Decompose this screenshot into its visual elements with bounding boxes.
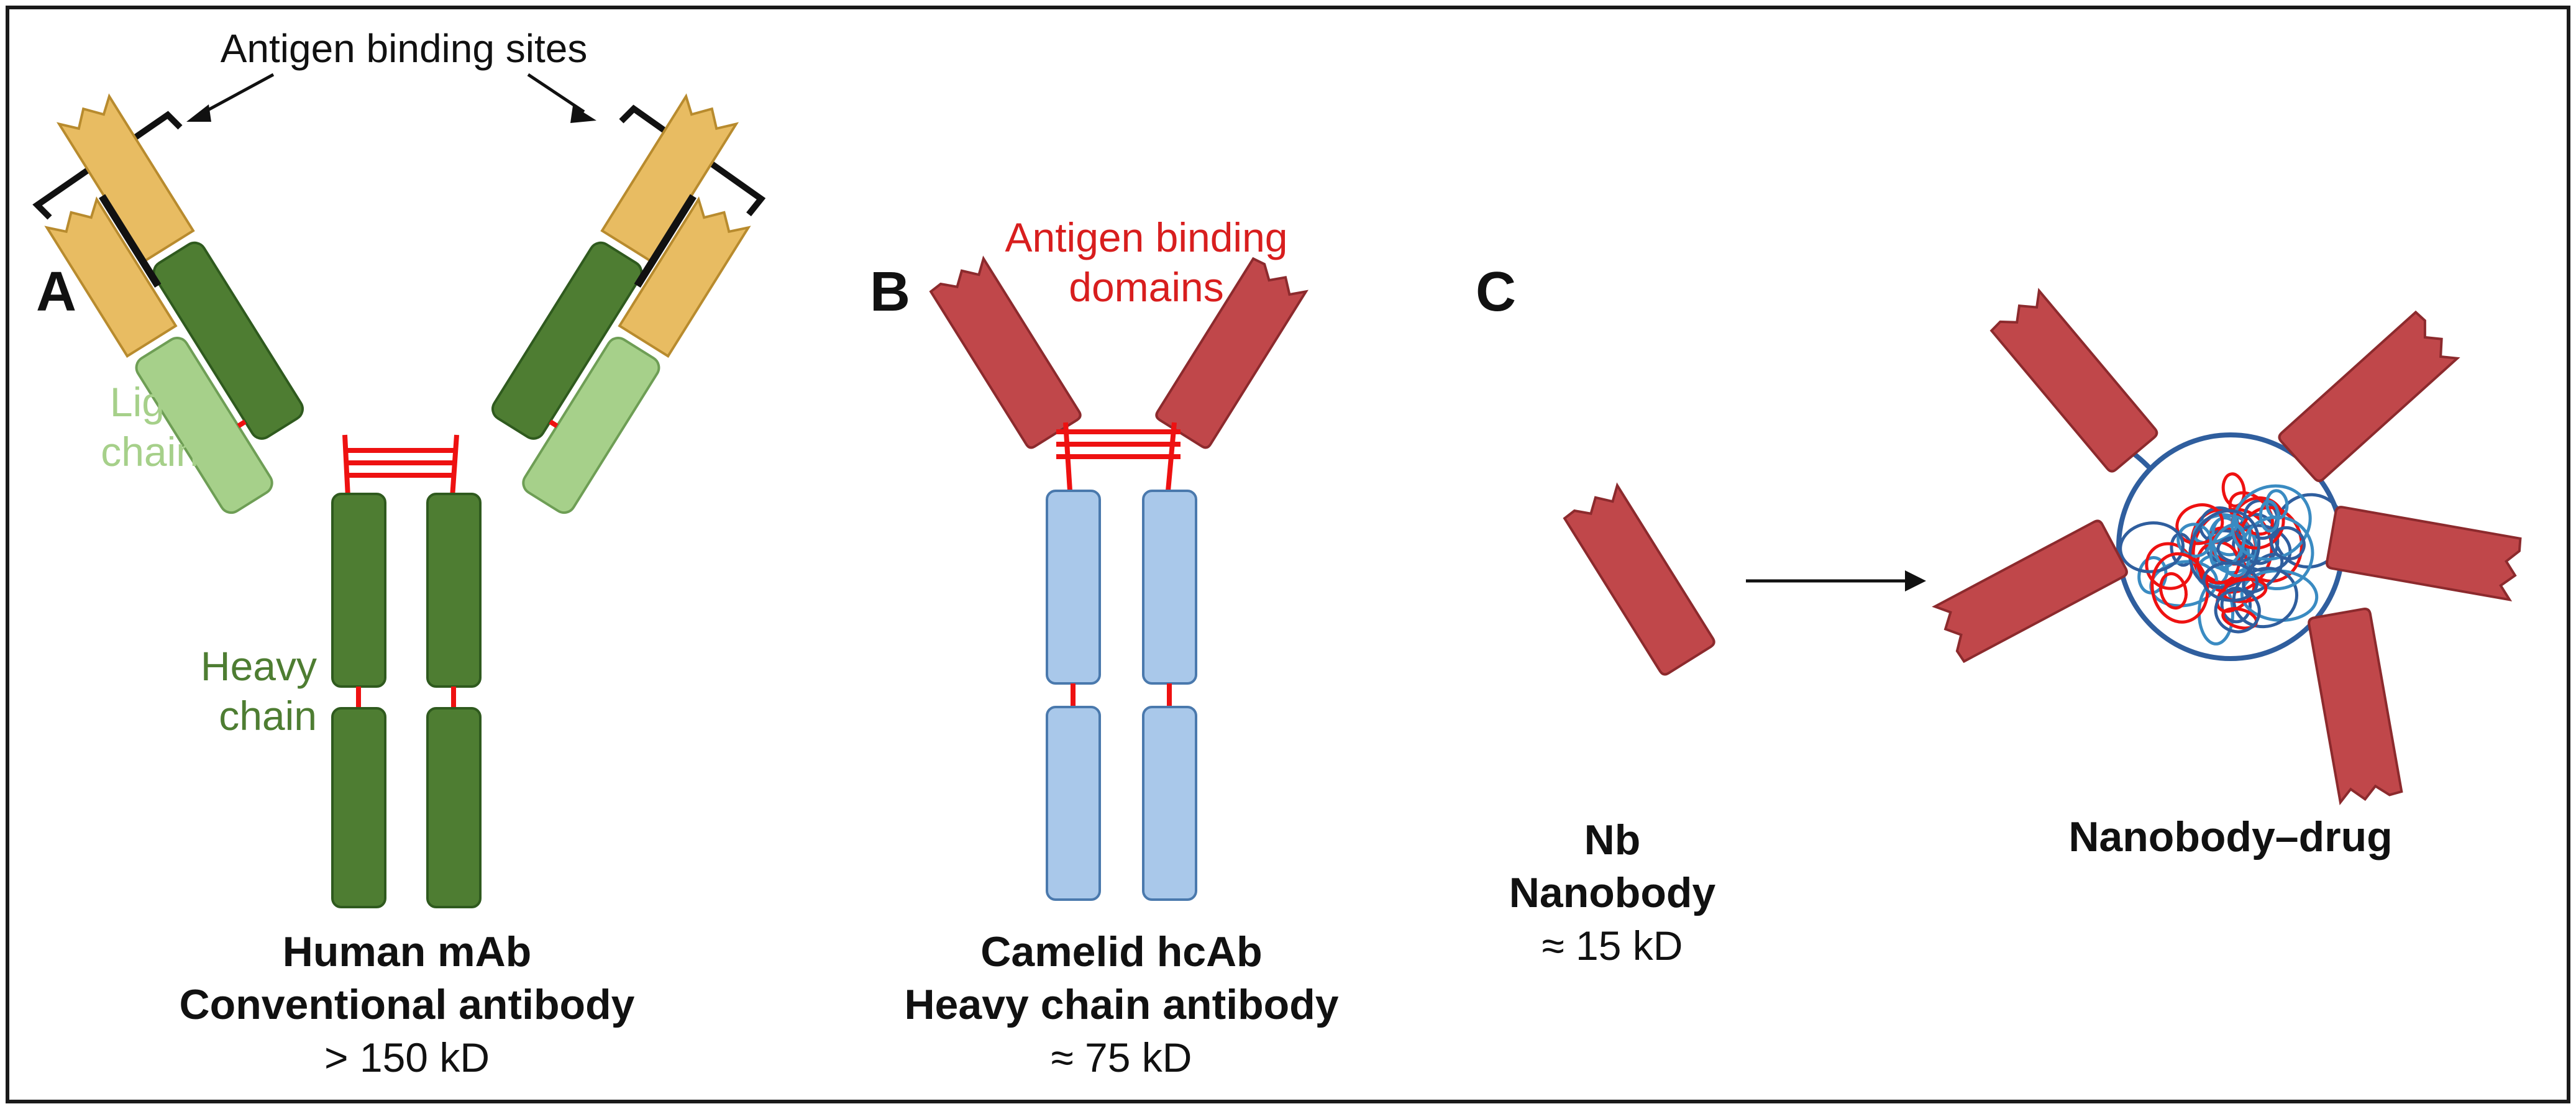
heavy-chain-label-2: chain	[219, 693, 317, 739]
disulfide-light-heavy-left	[237, 419, 247, 429]
heavy-chain-arm-left	[152, 241, 304, 440]
heavy-chain-stem-left-upper	[331, 493, 386, 688]
disulfide-light-heavy-right	[549, 419, 559, 429]
nb-caption-2: Nanobody	[1509, 869, 1716, 916]
camelid-stem-left-lower	[1046, 706, 1101, 901]
drug-payload-sphere	[2116, 432, 2346, 661]
conjugated-nanobody-right	[2324, 504, 2523, 601]
binding-site-arrow-right	[527, 73, 585, 114]
heavy-chain-label-1: Heavy	[201, 643, 317, 689]
hinge-disulfides-b	[1056, 422, 1181, 491]
panel-c-letter: C	[1476, 261, 1516, 323]
hinge-disulfides-a	[342, 434, 459, 498]
conjugated-nanobody-bottom	[2306, 606, 2403, 805]
binding-site-arrow-left	[198, 73, 275, 117]
nanobody-drug-label: Nanobody–drug	[2068, 813, 2392, 860]
panel-b-caption-3: ≈ 75 kD	[1051, 1034, 1192, 1080]
binding-cleft-right	[634, 194, 697, 288]
panel-a: A Antigen binding sites	[32, 26, 766, 1080]
right-arm	[491, 93, 751, 514]
panel-b: B Antigen binding domains Camelid hcAb H…	[870, 214, 1339, 1080]
panel-b-caption-1: Camelid hcAb	[980, 928, 1262, 975]
panel-a-letter: A	[36, 261, 76, 323]
light-chain-label-2: chain	[101, 429, 199, 475]
vhh-domain-left	[929, 256, 1084, 451]
panel-c: C N	[1476, 261, 2523, 969]
conjugated-nanobody-left	[1934, 519, 2129, 662]
nb-caption-3: ≈ 15 kD	[1542, 923, 1683, 969]
conjugated-nanobody-upper-left	[1989, 288, 2160, 475]
panel-a-caption-1: Human mAb	[283, 928, 531, 975]
single-nanobody	[1563, 483, 1717, 678]
heavy-chain-arm-right	[491, 241, 643, 440]
panel-b-caption-2: Heavy chain antibody	[904, 981, 1338, 1028]
arrowhead-left	[186, 104, 211, 122]
figure-border	[6, 6, 2570, 1103]
camelid-stem-right-lower	[1142, 706, 1197, 901]
heavy-chain-stem-left-lower	[331, 707, 386, 908]
panel-b-letter: B	[870, 261, 910, 323]
conjugated-nanobody-upper-right	[2276, 310, 2460, 485]
camelid-stem-left-upper	[1046, 490, 1101, 685]
light-chain-right	[522, 337, 660, 514]
binding-sites-label: Antigen binding sites	[221, 26, 588, 71]
light-chain-label-1: Light	[110, 379, 199, 425]
antigen-tip-light-left	[44, 196, 178, 358]
camelid-stem-right-upper	[1142, 490, 1197, 685]
antigen-domains-label-2: domains	[1069, 264, 1223, 310]
heavy-chain-stem-right-upper	[426, 493, 482, 688]
arrowhead-right	[570, 106, 596, 123]
binding-cleft-left	[99, 194, 162, 288]
panel-a-caption-2: Conventional antibody	[180, 981, 635, 1028]
light-chain-left	[135, 337, 273, 514]
panel-a-caption-3: > 150 kD	[324, 1034, 490, 1080]
conjugation-arrowhead	[1905, 570, 1926, 591]
antigen-tip-light-right	[618, 196, 751, 358]
antigen-tip-heavy-left	[56, 93, 195, 263]
left-arm	[44, 93, 304, 514]
nb-caption-1: Nb	[1584, 816, 1641, 864]
heavy-chain-stem-right-lower	[426, 707, 482, 908]
antigen-domains-label-1: Antigen binding	[1005, 214, 1287, 260]
